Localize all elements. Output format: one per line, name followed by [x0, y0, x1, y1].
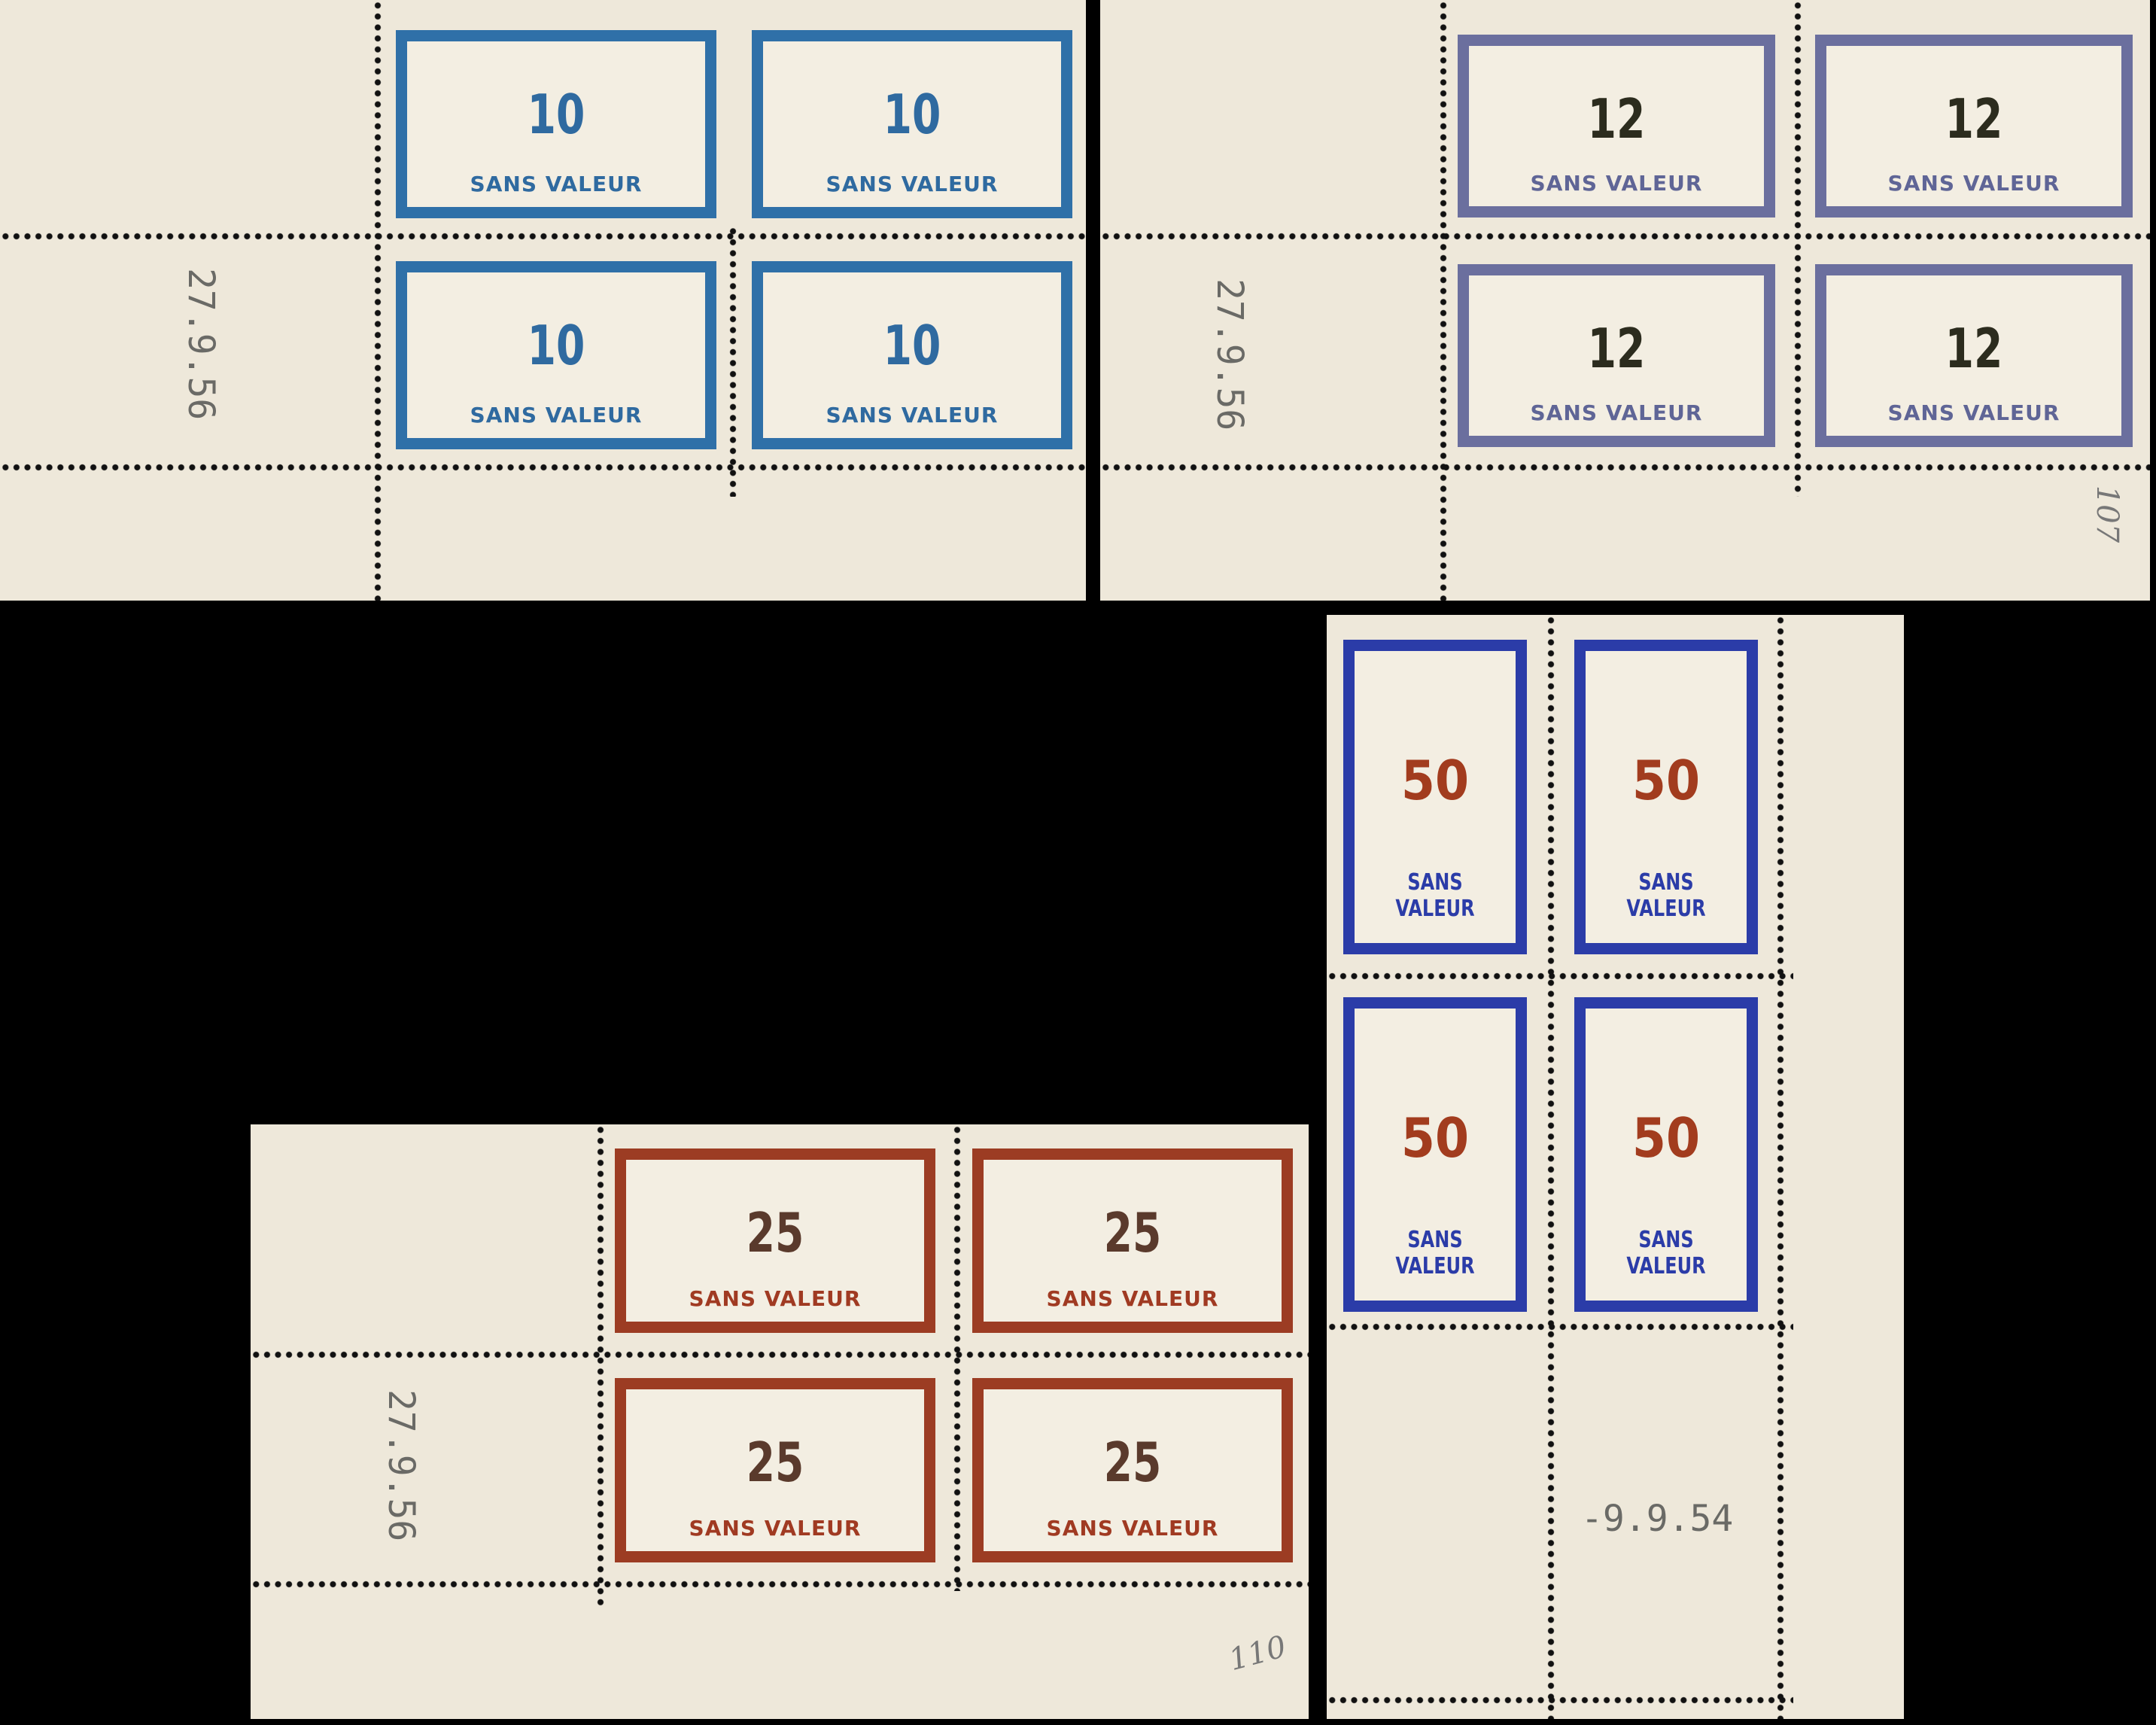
perforation	[1794, 0, 1802, 497]
stamp-value: 12	[1587, 317, 1646, 380]
plate-date: 27.9.56	[1209, 278, 1251, 431]
stamp-label: SANS VALEUR	[689, 1286, 862, 1311]
stamp-label: SANS VALEUR	[689, 1516, 862, 1541]
stamp-label: SANS VALEUR	[1046, 1516, 1219, 1541]
stamp-value: 50	[1400, 749, 1470, 812]
stamp-label: SANS VALEUR	[470, 172, 643, 196]
perforation	[1327, 1323, 1793, 1331]
perforation	[1327, 972, 1793, 980]
pencil-note: 107	[2090, 485, 2125, 543]
stamp-label: SANS VALEUR	[1626, 869, 1706, 922]
plate-date: 27.9.56	[380, 1389, 422, 1542]
stamp-value: 10	[527, 83, 585, 146]
perforation	[1327, 1696, 1793, 1704]
perforation	[251, 1580, 1309, 1588]
perforation	[0, 464, 1086, 471]
stamp-value: 50	[1631, 1106, 1701, 1170]
perforation	[597, 1124, 604, 1606]
stamp-value: 10	[527, 314, 585, 377]
stamp-label: SANS VALEUR	[826, 172, 999, 196]
perforation	[0, 233, 1086, 240]
stamp-value: 10	[883, 83, 941, 146]
stamp-label: SANS VALEUR	[1887, 400, 2060, 425]
perforation	[1100, 233, 2150, 240]
stamp-label: SANS VALEUR	[1530, 171, 1703, 196]
stamp-label: SANS VALEUR	[1395, 869, 1475, 922]
stamp-value: 25	[746, 1201, 804, 1264]
perforation	[1440, 0, 1447, 601]
stamp-label: SANS VALEUR	[1626, 1227, 1706, 1279]
stamp-value: 25	[1103, 1431, 1162, 1494]
stamp-label: SANS VALEUR	[1887, 171, 2060, 196]
stamp-label: SANS VALEUR	[1530, 400, 1703, 425]
stamp-value: 25	[1103, 1201, 1162, 1264]
stamp-label: SANS VALEUR	[1395, 1227, 1475, 1279]
stamp-value: 12	[1945, 87, 2003, 151]
stamp-value: 50	[1400, 1106, 1470, 1170]
perforation	[1547, 615, 1555, 1719]
perforation	[374, 0, 382, 601]
stamp-value: 12	[1945, 317, 2003, 380]
perforation	[251, 1351, 1309, 1358]
perforation	[1777, 615, 1784, 1719]
stamp-value: 50	[1631, 749, 1701, 812]
stamp-label: SANS VALEUR	[826, 403, 999, 427]
stamp-value: 25	[746, 1431, 804, 1494]
stamp-value: 10	[883, 314, 941, 377]
pencil-note: 110	[1225, 1629, 1291, 1678]
plate-date: 27.9.56	[180, 268, 222, 421]
perforation	[1100, 464, 2150, 471]
perforation	[729, 226, 737, 497]
stamp-label: SANS VALEUR	[470, 403, 643, 427]
plate-date: -9.9.54	[1581, 1498, 1734, 1540]
stamp-label: SANS VALEUR	[1046, 1286, 1219, 1311]
stamp-value: 12	[1587, 87, 1646, 151]
